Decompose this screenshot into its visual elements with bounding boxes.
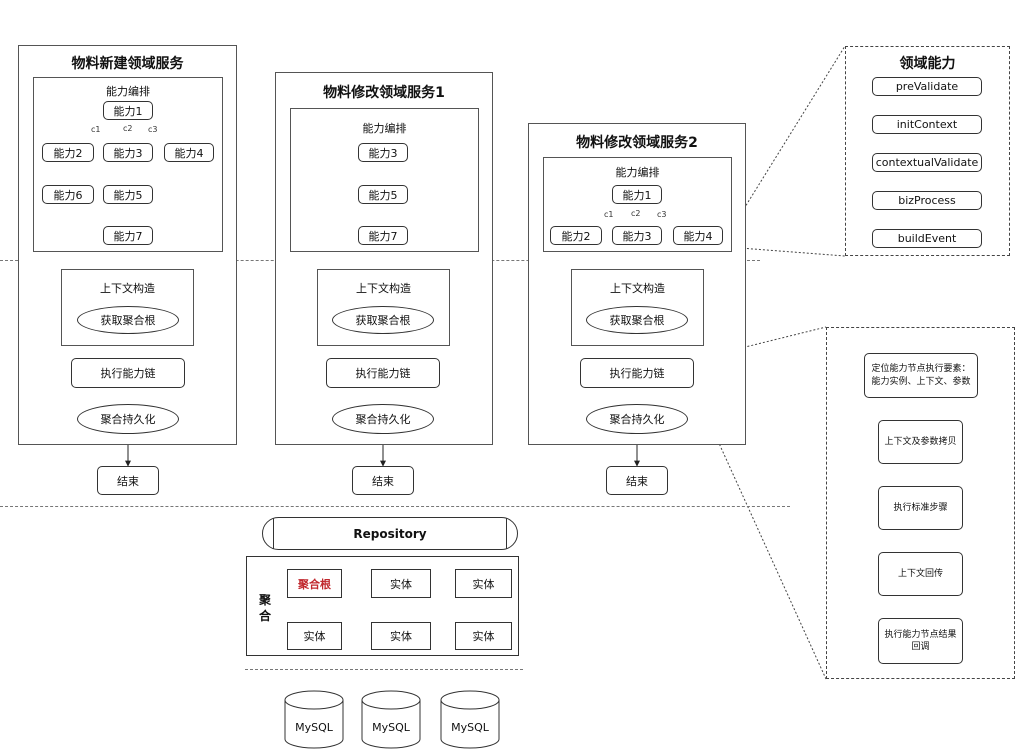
database-icon — [440, 690, 500, 749]
entity-cell: 实体 — [455, 622, 512, 650]
capability-node: 能力3 — [358, 143, 408, 162]
capability-node: 能力7 — [358, 226, 408, 245]
orchestration-title: 能力编排 — [615, 166, 660, 179]
execute-capability-chain: 执行能力链 — [580, 358, 694, 388]
entity-cell: 实体 — [371, 569, 431, 598]
capability-node: 能力3 — [103, 143, 153, 162]
step-contextualvalidate: contextualValidate — [872, 153, 982, 172]
service-title: 物料新建领域服务 — [71, 56, 184, 72]
capability-node: 能力6 — [42, 185, 94, 204]
layer-separator-bottom — [245, 669, 523, 670]
get-aggregate-root: 获取聚合根 — [586, 306, 688, 334]
database-label: MySQL — [451, 721, 489, 734]
capability-node: 能力4 — [673, 226, 723, 245]
service-title: 物料修改领域服务1 — [323, 85, 445, 101]
entity-cell: 实体 — [455, 569, 512, 598]
context-return: 上下文回传 — [878, 552, 963, 596]
entity-cell: 实体 — [371, 622, 431, 650]
condition-label: c2 — [123, 124, 133, 133]
aggregate-root-cell: 聚合根 — [287, 569, 342, 598]
execute-capability-chain: 执行能力链 — [71, 358, 185, 388]
domain-capability-title: 领域能力 — [899, 56, 956, 72]
capability-node: 能力4 — [164, 143, 214, 162]
capability-node: 能力5 — [358, 185, 408, 204]
step-prevalidate: preValidate — [872, 77, 982, 96]
get-aggregate-root: 获取聚合根 — [332, 306, 434, 334]
step-bizprocess: bizProcess — [872, 191, 982, 210]
end-node: 结束 — [97, 466, 159, 495]
context-build-title: 上下文构造 — [610, 282, 665, 295]
orchestration-title: 能力编排 — [362, 122, 407, 135]
condition-label: c3 — [148, 125, 158, 134]
condition-label: c1 — [91, 125, 101, 134]
locate-node-elements: 定位能力节点执行要素：能力实例、上下文、参数 — [864, 353, 978, 398]
end-node: 结束 — [606, 466, 668, 495]
service-title: 物料修改领域服务2 — [576, 135, 698, 151]
layer-separator-middle — [0, 506, 790, 507]
get-aggregate-root: 获取聚合根 — [77, 306, 179, 334]
database-cylinder: MySQL — [361, 690, 421, 750]
repository-bar-right-cap — [506, 518, 507, 549]
database-label: MySQL — [372, 721, 410, 734]
capability-node: 能力5 — [103, 185, 153, 204]
aggregate-persist: 聚合持久化 — [332, 404, 434, 434]
capability-node: 能力2 — [42, 143, 94, 162]
step-buildevent: buildEvent — [872, 229, 982, 248]
aggregate-label: 聚合 — [258, 593, 271, 623]
orchestration-title: 能力编排 — [106, 85, 150, 98]
capability-node: 能力7 — [103, 226, 153, 245]
end-node: 结束 — [352, 466, 414, 495]
aggregate-persist: 聚合持久化 — [586, 404, 688, 434]
condition-label: c3 — [657, 210, 667, 219]
execute-capability-chain: 执行能力链 — [326, 358, 440, 388]
entity-cell: 实体 — [287, 622, 342, 650]
condition-label: c2 — [631, 209, 641, 218]
aggregate-persist: 聚合持久化 — [77, 404, 179, 434]
node-result-callback: 执行能力节点结果回调 — [878, 618, 963, 664]
capability-node: 能力1 — [612, 185, 662, 204]
context-build-title: 上下文构造 — [356, 282, 411, 295]
database-cylinder: MySQL — [440, 690, 500, 750]
capability-node: 能力2 — [550, 226, 602, 245]
capability-node: 能力3 — [612, 226, 662, 245]
repository-title: Repository — [353, 526, 427, 541]
capability-node: 能力1 — [103, 101, 153, 120]
database-cylinder: MySQL — [284, 690, 344, 750]
database-icon — [284, 690, 344, 749]
copy-context-params: 上下文及参数拷贝 — [878, 420, 963, 464]
context-build-title: 上下文构造 — [100, 282, 155, 295]
execute-standard-steps: 执行标准步骤 — [878, 486, 963, 530]
database-icon — [361, 690, 421, 749]
database-label: MySQL — [295, 721, 333, 734]
condition-label: c1 — [604, 210, 614, 219]
repository-bar: Repository — [262, 517, 518, 550]
repository-bar-left-cap — [273, 518, 274, 549]
step-initcontext: initContext — [872, 115, 982, 134]
